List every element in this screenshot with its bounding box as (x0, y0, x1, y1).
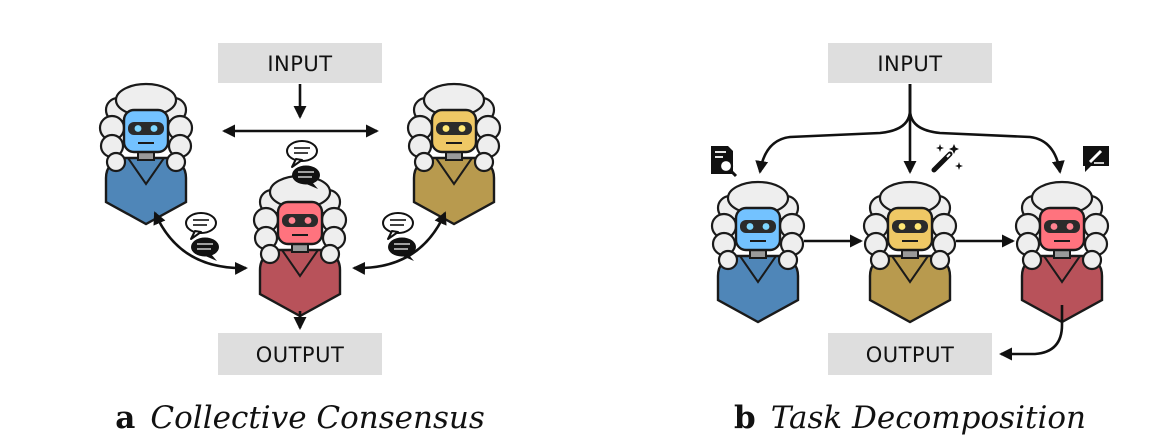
panel-a-output-label: OUTPUT (256, 343, 345, 367)
panel-a-speech-bubbles-left-icon (185, 212, 220, 262)
panel-a-output-box: OUTPUT (218, 333, 382, 375)
edit-message-icon (1083, 146, 1109, 172)
panel-b-robot-blue-icon (710, 180, 806, 324)
panel-b-output-box: OUTPUT (828, 333, 992, 375)
panel-a-input-label: INPUT (267, 52, 332, 76)
panel-a-caption: a Collective Consensus (115, 400, 485, 436)
panel-b-input-label: INPUT (877, 52, 942, 76)
panel-b-output-label: OUTPUT (866, 343, 955, 367)
panel-b-input-box: INPUT (828, 43, 992, 83)
magic-wand-icon (931, 144, 963, 173)
document-search-icon (711, 146, 738, 178)
panel-b: INPUT (710, 43, 1110, 436)
panel-b-caption-letter: b (734, 400, 756, 436)
panel-a-caption-letter: a (115, 400, 135, 436)
panel-b-output-arrow (999, 305, 1064, 361)
panel-b-branch-right-arrow (908, 84, 1065, 174)
panel-a-right-curved-arrow (352, 211, 447, 275)
panel-a-input-box: INPUT (218, 43, 382, 83)
panel-b-caption: b Task Decomposition (734, 400, 1086, 436)
panel-a-robot-red-icon (252, 174, 348, 318)
panel-a-caption-title: Collective Consensus (150, 400, 484, 436)
panel-b-robot-gold-icon (862, 180, 958, 324)
panel-a-robot-gold-icon (406, 82, 502, 226)
panel-b-caption-title: Task Decomposition (771, 400, 1086, 436)
panel-b-branch-left-arrow (755, 84, 912, 174)
panel-a-left-curved-arrow (153, 211, 248, 275)
panel-a: INPUT OUTPUT (98, 43, 502, 436)
panel-b-robot-red-icon (1014, 180, 1110, 324)
panel-a-robot-blue-icon (98, 82, 194, 226)
